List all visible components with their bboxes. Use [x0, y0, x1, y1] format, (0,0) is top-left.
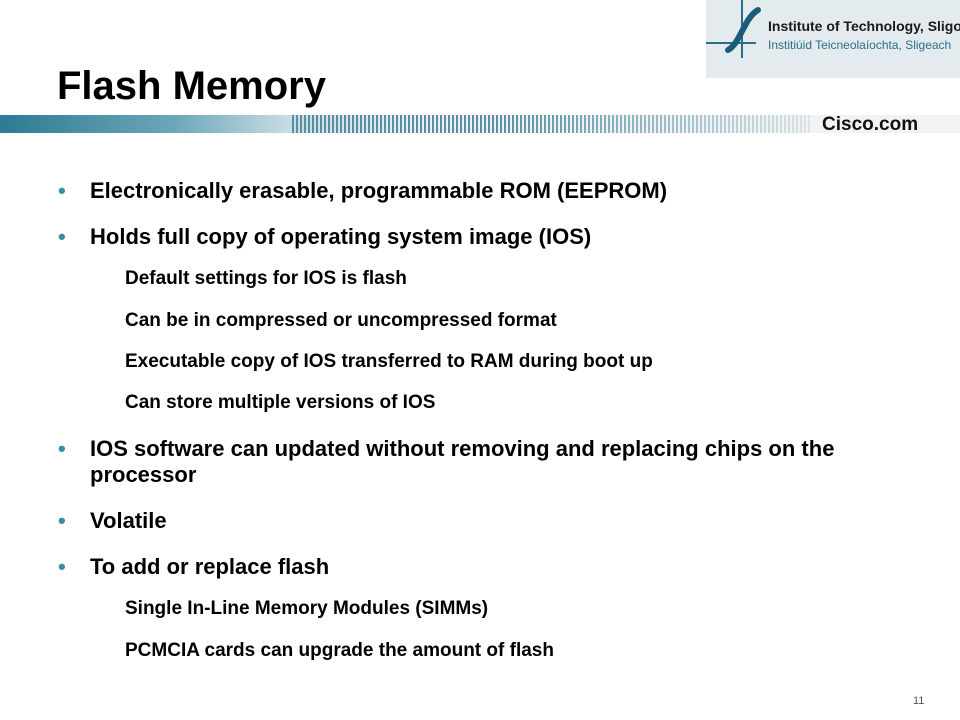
sub-bullet-item: Can be in compressed or uncompressed for… — [125, 310, 557, 331]
logo-background — [706, 0, 960, 78]
logo-name-english: Institute of Technology, Sligo — [768, 18, 960, 34]
bullet-item: • Holds full copy of operating system im… — [58, 224, 918, 250]
bullet-item: • To add or replace flash — [58, 554, 918, 580]
bullet-marker: • — [58, 508, 66, 533]
bullet-marker: • — [58, 554, 66, 579]
bullet-text: IOS software can updated without removin… — [90, 436, 835, 487]
sub-bullet-item: Can store multiple versions of IOS — [125, 392, 436, 413]
bullet-item: • Volatile — [58, 508, 918, 534]
bullet-text: Electronically erasable, programmable RO… — [90, 178, 668, 203]
bullet-text: To add or replace flash — [90, 554, 330, 579]
logo-name-irish: Institiúid Teicneolaíochta, Sligeach — [768, 38, 952, 52]
bullet-text: Volatile — [90, 508, 167, 533]
cisco-brand: Cisco.com — [822, 114, 919, 135]
bullet-marker: • — [58, 436, 66, 461]
sub-bullet-item: PCMCIA cards can upgrade the amount of f… — [125, 640, 554, 661]
sub-bullet-item: Default settings for IOS is flash — [125, 268, 407, 289]
bullet-marker: • — [58, 178, 66, 203]
sub-bullet-item: Single In-Line Memory Modules (SIMMs) — [125, 598, 489, 619]
bullet-marker: • — [58, 224, 66, 249]
header-bar-stripes — [292, 115, 812, 133]
logo-swoosh-icon — [725, 7, 761, 53]
bullet-item: • Electronically erasable, programmable … — [58, 178, 918, 204]
slide-title: Flash Memory — [57, 64, 326, 108]
bullet-text: Holds full copy of operating system imag… — [90, 224, 592, 249]
sub-bullet-item: Executable copy of IOS transferred to RA… — [125, 351, 653, 372]
bullet-item: • IOS software can updated without remov… — [58, 436, 918, 488]
logo-divider-horizontal — [706, 42, 756, 44]
page-number: 11 — [913, 695, 925, 707]
